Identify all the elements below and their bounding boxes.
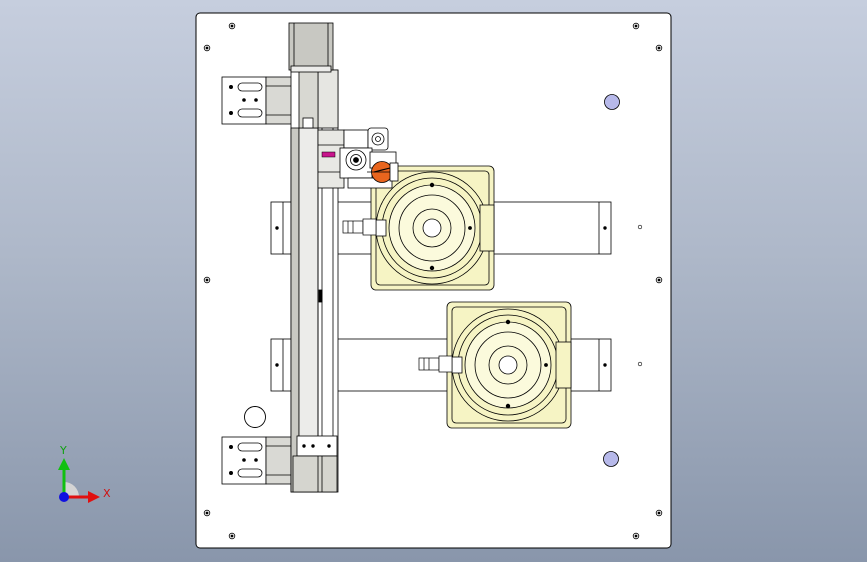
screw	[655, 509, 663, 517]
locating-hole	[603, 451, 619, 467]
z-axis-dot	[59, 492, 69, 502]
locating-hole	[604, 94, 620, 110]
linear-axis[interactable]	[290, 69, 339, 493]
small-hole	[637, 361, 643, 367]
x-axis-arrowhead	[88, 491, 100, 503]
screw	[228, 532, 236, 540]
screw	[655, 44, 663, 52]
screw	[632, 532, 640, 540]
cylinder-connector-lower	[418, 355, 453, 373]
bracket-bottom[interactable]	[221, 436, 294, 485]
x-axis-label: X	[103, 487, 111, 500]
coordinate-triad: Y X	[58, 444, 111, 503]
mounting-screws	[203, 22, 663, 540]
screw	[203, 44, 211, 52]
triad-arc	[64, 482, 79, 497]
rotary-table-upper[interactable]	[370, 165, 495, 291]
small-hole	[637, 224, 643, 230]
y-axis-arrowhead	[58, 458, 70, 470]
rotary-table-lower[interactable]	[446, 301, 572, 429]
screw	[228, 22, 236, 30]
cylinder-connector-upper	[342, 218, 377, 236]
bracket-top[interactable]	[221, 76, 294, 125]
screw	[203, 509, 211, 517]
large-hole	[244, 406, 266, 428]
servo-motor[interactable]	[288, 22, 334, 73]
screw	[655, 276, 663, 284]
y-axis-label: Y	[59, 444, 67, 457]
screw	[203, 276, 211, 284]
screw	[632, 22, 640, 30]
carriage-assembly[interactable]	[317, 127, 399, 189]
